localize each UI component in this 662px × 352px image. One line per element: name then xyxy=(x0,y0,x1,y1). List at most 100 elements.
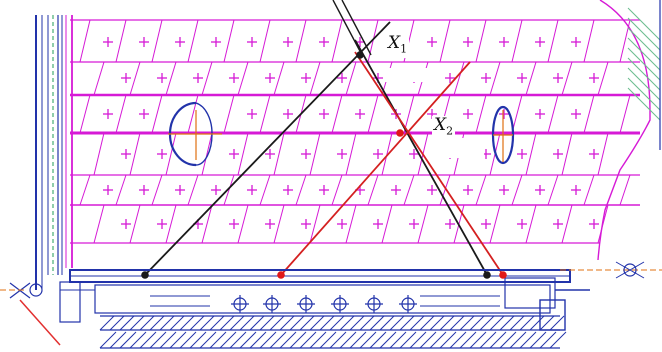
hatch-line xyxy=(109,331,127,349)
tile-separator xyxy=(295,174,307,206)
point-x1 xyxy=(356,51,364,59)
hatch-line xyxy=(529,331,547,349)
tile-separator xyxy=(597,132,609,176)
plus-marker xyxy=(373,149,383,159)
tile-separator xyxy=(273,132,285,176)
hatch-line xyxy=(209,315,225,331)
hatch-line xyxy=(239,315,255,331)
tile-separator xyxy=(345,61,357,96)
tile-separator xyxy=(367,19,379,63)
plus-marker xyxy=(319,109,329,119)
hatch-line xyxy=(549,315,565,331)
plus-marker xyxy=(265,149,275,159)
hatch-line xyxy=(499,331,517,349)
tile-separator xyxy=(165,204,177,244)
plus-marker xyxy=(103,109,113,119)
label-x2-box xyxy=(430,138,484,158)
hatch-line xyxy=(549,331,567,349)
tile-separator xyxy=(331,19,343,63)
bolt-symbol xyxy=(263,295,281,313)
tile-separator xyxy=(525,61,537,96)
hatch-line xyxy=(139,331,157,349)
tile-separator xyxy=(453,61,465,96)
tile-separator xyxy=(381,132,393,176)
label-x2: X2 xyxy=(432,116,456,141)
hatch-line xyxy=(199,315,215,331)
hatch-line xyxy=(289,331,307,349)
plus-marker xyxy=(229,219,239,229)
hatch-line xyxy=(159,331,177,349)
plus-marker xyxy=(175,185,185,195)
hatch-line xyxy=(99,331,117,349)
tile-separator xyxy=(187,174,199,206)
hatch-line xyxy=(359,331,377,349)
tile-separator xyxy=(381,204,393,244)
point-x2 xyxy=(396,129,404,137)
tile-separator xyxy=(475,19,487,63)
hatch-line xyxy=(199,331,217,349)
bolt-symbol xyxy=(331,295,349,313)
plus-marker xyxy=(337,219,347,229)
hatch-line xyxy=(179,331,197,349)
hatch-line xyxy=(279,315,295,331)
hatch-line xyxy=(489,315,505,331)
tile-separator xyxy=(583,19,595,63)
tile-separator xyxy=(561,132,573,176)
hatch-line xyxy=(409,331,427,349)
plus-marker xyxy=(157,219,167,229)
plus-marker xyxy=(193,73,203,83)
black-right-anchor xyxy=(483,271,491,279)
hatch-line xyxy=(119,331,137,349)
hatch-line xyxy=(349,331,367,349)
red-lines xyxy=(280,51,504,276)
tile-separator xyxy=(547,174,559,206)
tile-separator xyxy=(223,174,235,206)
tile-separator xyxy=(115,94,127,134)
plus-marker xyxy=(121,149,131,159)
plus-marker xyxy=(553,149,563,159)
plus-marker xyxy=(391,185,401,195)
plus-marker xyxy=(517,219,527,229)
plus-marker xyxy=(553,219,563,229)
tile-separator xyxy=(93,61,105,96)
tile-separator xyxy=(583,94,595,134)
plus-marker xyxy=(517,149,527,159)
plus-marker xyxy=(319,185,329,195)
hatch-line xyxy=(329,315,345,331)
plus-marker xyxy=(409,219,419,229)
left-access-hole xyxy=(168,101,222,167)
tile-separator xyxy=(259,94,271,134)
plus-marker xyxy=(499,37,509,47)
tile-separator xyxy=(583,174,595,206)
tile-separator xyxy=(511,174,523,206)
hatch-line xyxy=(179,315,195,331)
tile-separator xyxy=(79,19,91,63)
plus-marker xyxy=(571,37,581,47)
slant-tile-lines xyxy=(79,19,631,244)
hatch-line xyxy=(439,331,457,349)
hatch-line xyxy=(299,331,317,349)
tile-separator xyxy=(201,61,213,96)
tile-separator xyxy=(151,19,163,63)
hatch-line xyxy=(139,315,155,331)
hatch-line xyxy=(489,331,507,349)
tile-separator xyxy=(331,94,343,134)
tile-separator xyxy=(151,94,163,134)
hatch-line xyxy=(469,315,485,331)
hatch-line xyxy=(419,331,437,349)
plus-marker xyxy=(535,185,545,195)
hatch-line xyxy=(479,315,495,331)
plus-marker xyxy=(175,37,185,47)
tile-separator xyxy=(525,204,537,244)
tile-separator xyxy=(489,204,501,244)
plus-marker xyxy=(211,185,221,195)
tile-separator xyxy=(259,174,271,206)
hatch-line xyxy=(229,331,247,349)
tile-separator xyxy=(439,174,451,206)
hatch-line xyxy=(519,315,535,331)
hatch-line xyxy=(269,331,287,349)
plus-marker xyxy=(463,185,473,195)
plus-marker xyxy=(301,219,311,229)
hatch-line xyxy=(319,331,337,349)
tile-separator xyxy=(115,174,127,206)
